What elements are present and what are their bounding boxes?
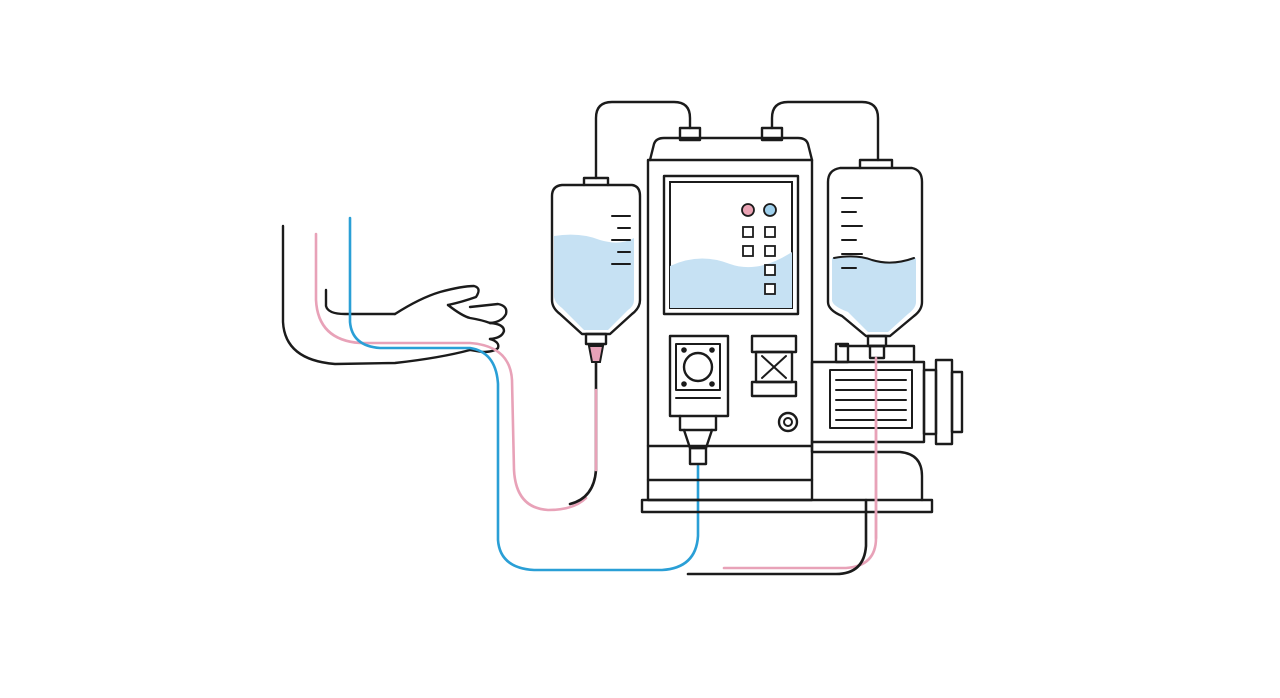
blue-indicator-light [763,203,777,217]
iv-bag-icon [826,158,924,360]
machine-base [640,498,934,514]
patient-lines [314,216,700,572]
iv-bag-right [686,100,924,576]
left-port [678,126,702,142]
patient-arm [281,224,508,366]
right-bag-hanger-tube [770,100,880,162]
dialysis-machine [640,126,934,514]
red-indicator-light [741,203,755,217]
iv-bag-left [550,100,692,363]
arm-outline [281,224,472,366]
valve-icon [750,334,799,433]
arterial-line-to-arm [314,232,588,512]
left-bag-hanger-tube [594,100,692,180]
venous-line-to-arm [348,216,700,572]
iv-bag-icon [550,176,642,363]
machine-top [648,136,814,162]
bag-drip-line [568,360,598,506]
monitor-icon [662,174,800,316]
pump-icon [668,334,730,466]
motor-icon [810,342,964,502]
bottom-black-line [686,498,868,576]
arm-inner-outline [324,288,397,316]
hand-icon [393,284,508,354]
